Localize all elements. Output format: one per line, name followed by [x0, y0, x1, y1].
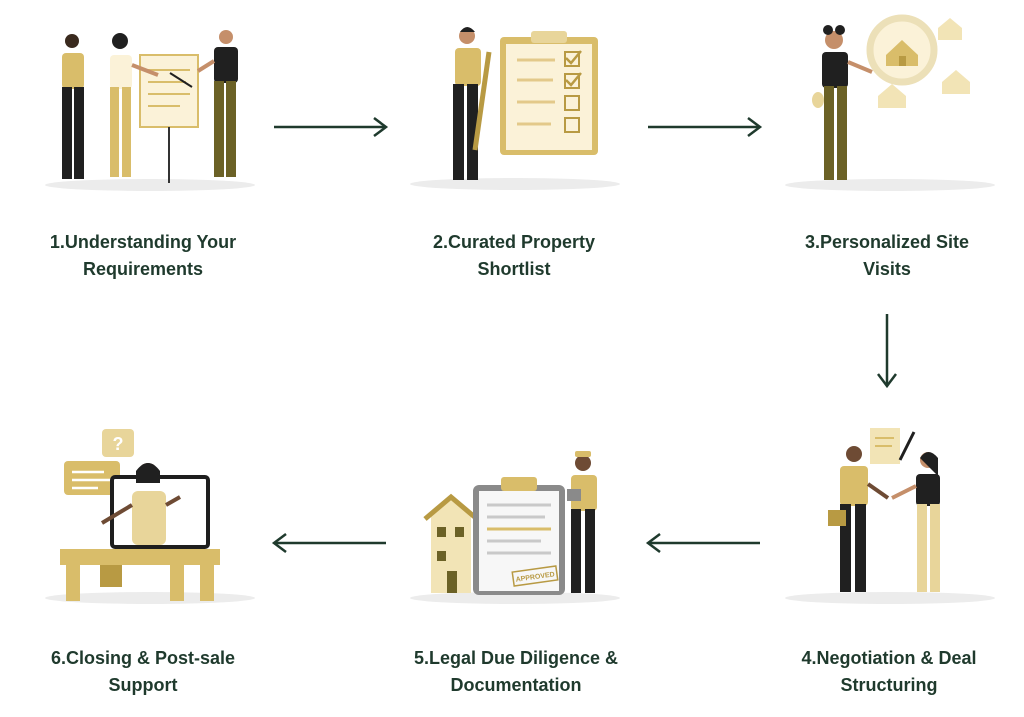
step-4-title-line2: Structuring — [840, 675, 938, 695]
handshake-contract-illustration — [785, 428, 995, 604]
question-mark-text: ? — [113, 434, 124, 454]
arrow-right-icon — [274, 117, 389, 137]
step-3-title-line2: Visits — [863, 259, 911, 279]
house-search-illustration — [785, 14, 995, 191]
video-support-illustration: ? — [45, 429, 255, 604]
step-6-label: 6.Closing & Post-sale Support — [13, 645, 273, 699]
arrow-left-icon — [271, 533, 386, 553]
step-1-title-line1: 1.Understanding Your — [49, 232, 237, 252]
step-5-title-line1: 5.Legal Due Diligence & — [413, 648, 619, 668]
step-4-title-line1: 4.Negotiation & Deal — [801, 648, 977, 668]
arrow-left-icon — [645, 533, 760, 553]
team-presentation-illustration — [45, 30, 255, 191]
arrow-down-icon — [877, 314, 897, 389]
step-2-title-line1: 2.Curated Property — [432, 232, 596, 252]
step-5-label: 5.Legal Due Diligence & Documentation — [386, 645, 646, 699]
step-3-label: 3.Personalized Site Visits — [757, 229, 1017, 283]
step-6-title-line1: 6.Closing & Post-sale — [50, 648, 236, 668]
step-5-title-line2: Documentation — [450, 675, 582, 695]
step-3-title-line1: 3.Personalized Site — [804, 232, 970, 252]
step-1-label: 1.Understanding Your Requirements — [13, 229, 273, 283]
step-2-title-line2: Shortlist — [477, 259, 551, 279]
step-6-title-line2: Support — [108, 675, 178, 695]
approved-document-illustration: APPROVED — [410, 451, 620, 604]
checklist-clipboard-illustration — [410, 27, 620, 190]
arrow-right-icon — [648, 117, 763, 137]
step-1-title-line2: Requirements — [82, 259, 204, 279]
step-2-label: 2.Curated Property Shortlist — [384, 229, 644, 283]
step-4-label: 4.Negotiation & Deal Structuring — [759, 645, 1019, 699]
